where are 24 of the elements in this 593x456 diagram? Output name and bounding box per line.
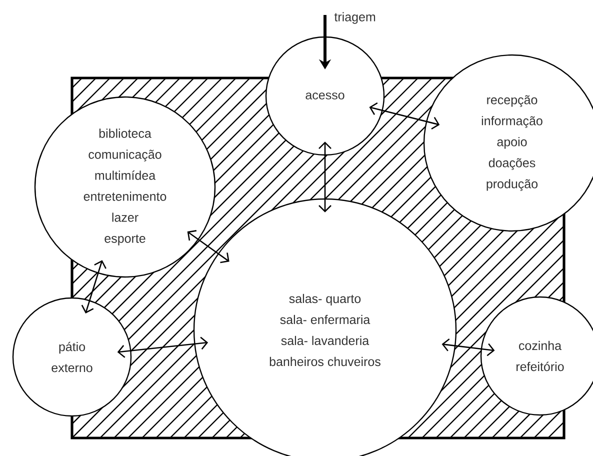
arrow xyxy=(369,102,440,130)
circle-node: pátio externo xyxy=(12,297,132,417)
node-label: sala- enfermaria xyxy=(280,314,370,324)
arrow xyxy=(442,338,495,356)
node-label: cozinha xyxy=(519,340,562,350)
arrow xyxy=(81,260,106,314)
arrow xyxy=(318,142,332,212)
node-label: banheiros chuveiros xyxy=(270,356,380,366)
node-label: sala- lavanderia xyxy=(281,336,370,346)
node-label: refeitório xyxy=(516,362,564,372)
text-label: triagem xyxy=(334,12,376,24)
node-label: produção xyxy=(486,179,538,191)
circle-node: acesso xyxy=(265,36,385,156)
circle-node: cozinha refeitório xyxy=(480,296,593,416)
circle-node: recepção informação apoio doações produção xyxy=(423,54,593,232)
arrow xyxy=(187,230,230,264)
node-label: recepção xyxy=(487,95,538,107)
arrow xyxy=(117,336,208,358)
node-label: salas- quarto xyxy=(289,294,361,306)
node-label: apoio xyxy=(497,137,527,149)
circle-node: biblioteca comunicação multimídea entretenimento lazer esporte xyxy=(34,96,216,278)
node-label: doações xyxy=(488,158,536,170)
node-label: informação xyxy=(482,116,542,128)
circle-node: salas- quarto sala- enfermaria sala- lavanderia banheiros chuveiros xyxy=(193,198,457,456)
